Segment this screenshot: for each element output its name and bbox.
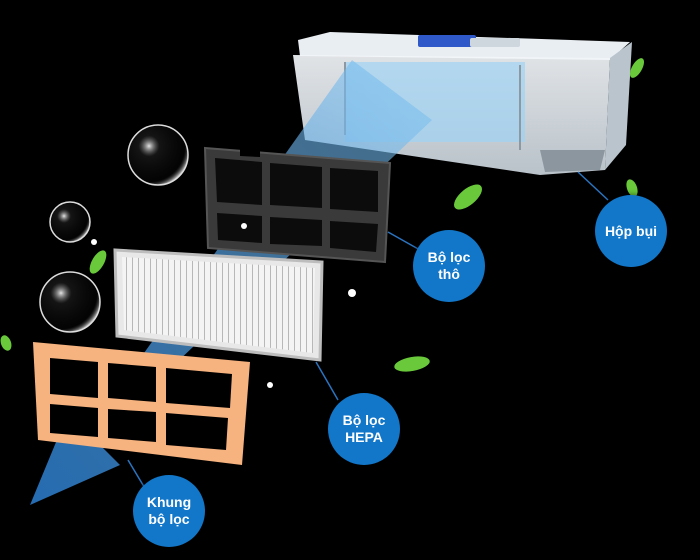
callout-coarse-filter-label: Bộ lọc thô [427,249,471,282]
callout-dust-box: Hộp bụi [595,195,667,267]
callout-hepa-filter-label: Bộ lọc HEPA [342,412,386,445]
coarse-filter-image [203,146,392,264]
filter-frame-image [33,342,250,465]
hepa-filter-image [113,248,324,362]
callout-filter-frame-label: Khung bộ lọc [146,494,192,527]
callout-dust-box-label: Hộp bụi [604,222,658,239]
leaf-icon [0,58,644,372]
callout-filter-frame: Khung bộ lọc [133,475,205,547]
callout-hepa-filter: Bộ lọc HEPA [328,393,400,465]
bubble-icon [39,124,189,333]
callout-coarse-filter: Bộ lọc thô [413,230,485,302]
dust-particle-icon [91,223,356,388]
